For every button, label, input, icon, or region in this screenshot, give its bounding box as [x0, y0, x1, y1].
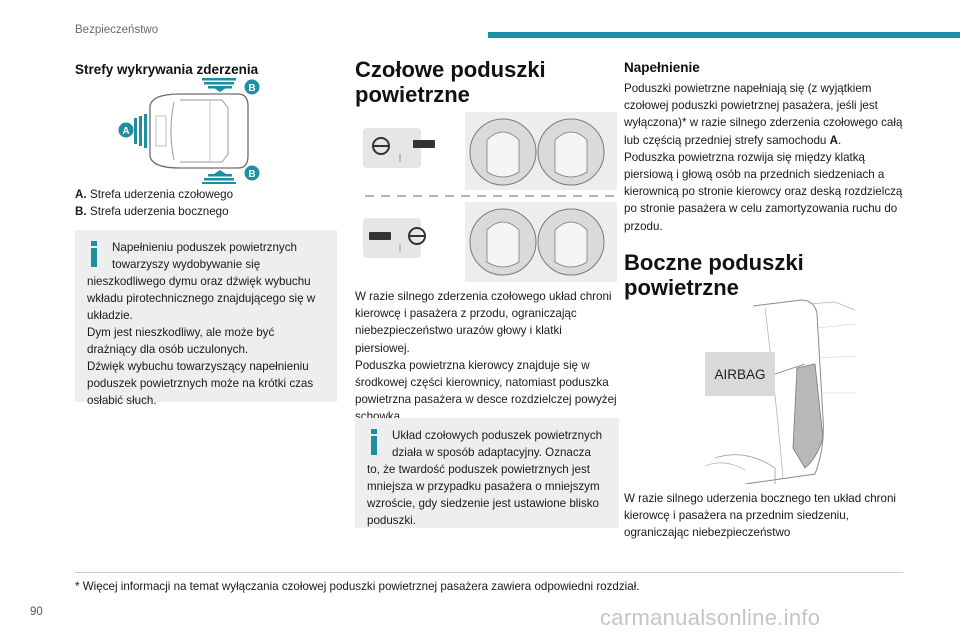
section-accent-bar: [488, 32, 960, 38]
legend-row-b: B.Strefa uderzenia bocznego: [75, 205, 229, 218]
front-airbags-figure: [363, 112, 617, 282]
front-airbags-text: W razie silnego zderzenia czołowego ukła…: [355, 290, 617, 424]
airbag-label: AIRBAG: [714, 367, 765, 382]
info-icon: [87, 239, 103, 269]
front-airbags-title: Czołowe poduszki powietrzne: [355, 57, 546, 107]
info-icon: [367, 427, 383, 457]
collision-zones-title: Strefy wykrywania zderzenia: [75, 62, 259, 77]
watermark: carmanualsonline.info: [600, 605, 821, 630]
zone-b-label-bottom: B: [248, 169, 255, 180]
zones-legend: A.Strefa uderzenia czołowego B.Strefa ud…: [75, 186, 233, 220]
adaptive-airbag-note: Układ czołowych poduszek powietrznych dz…: [355, 418, 619, 528]
section-tag: Bezpieczeństwo: [75, 24, 159, 36]
smoke-noise-note: Napełnieniu poduszek powietrznych towarz…: [75, 230, 337, 407]
side-airbags-text: W razie silnego uderzenia bocznego ten u…: [624, 492, 896, 540]
footnote-divider: [75, 572, 903, 573]
side-airbags-title: Boczne poduszki powietrzne: [624, 250, 804, 300]
zone-a-label: A: [122, 126, 129, 137]
zone-b-label-top: B: [248, 83, 255, 94]
footnote: * Więcej informacji na temat wyłączania …: [75, 580, 640, 593]
inflation-title: Napełnienie: [624, 60, 700, 75]
inflation-text: Poduszki powietrzne napełniają się (z wy…: [624, 82, 903, 233]
collision-zones-figure: A B B: [118, 78, 260, 184]
legend-row-a: A.Strefa uderzenia czołowego: [75, 188, 234, 201]
side-airbag-figure: AIRBAG: [705, 299, 856, 484]
page-number: 90: [30, 606, 43, 618]
